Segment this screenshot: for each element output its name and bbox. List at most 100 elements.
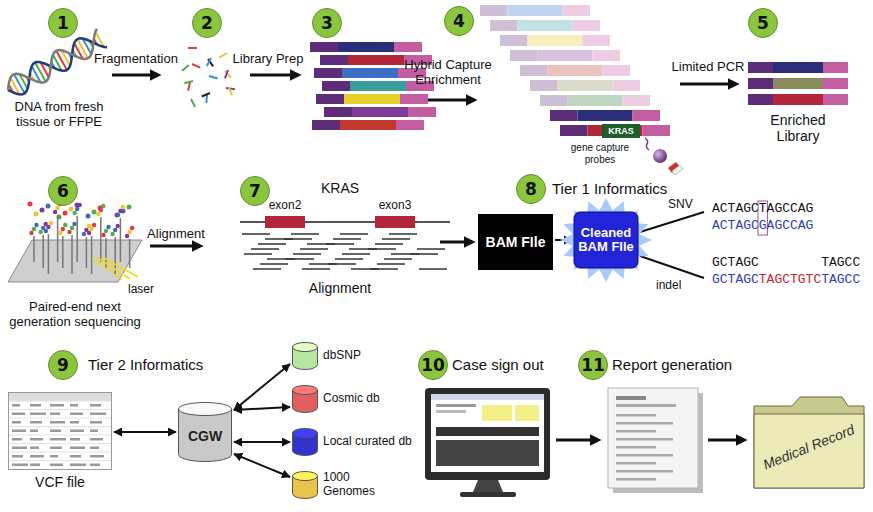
capture-fragments bbox=[480, 5, 508, 16]
kras-gene bbox=[375, 216, 415, 228]
capture-fragments bbox=[550, 110, 578, 121]
enriched-library bbox=[748, 62, 848, 105]
capture-probe bbox=[645, 138, 649, 150]
database-cylinder: Local curated db bbox=[292, 428, 412, 456]
vcf-table bbox=[12, 455, 23, 458]
vcf-table bbox=[90, 413, 106, 416]
report-lines bbox=[616, 422, 673, 425]
aligned-reads bbox=[335, 258, 363, 260]
sequencing-clusters bbox=[49, 221, 53, 225]
library-fragments bbox=[342, 68, 398, 78]
aligned-reads bbox=[389, 233, 417, 235]
dna-helix bbox=[35, 62, 46, 81]
report-paper bbox=[608, 388, 698, 488]
dna-fragments bbox=[219, 53, 227, 58]
report-lines bbox=[616, 414, 673, 481]
sequencing-clusters bbox=[96, 212, 100, 216]
sequencing-clusters bbox=[87, 231, 91, 235]
enriched-library bbox=[748, 94, 848, 105]
callout-number: 3 bbox=[321, 15, 333, 32]
library-fragments bbox=[312, 120, 424, 130]
step-number: 3 bbox=[312, 8, 342, 38]
step-number: 2 bbox=[192, 8, 222, 38]
vcf-table bbox=[50, 455, 58, 458]
step-arrow bbox=[556, 439, 598, 442]
capture-fragments bbox=[602, 124, 640, 138]
aligned-reads bbox=[284, 238, 312, 240]
database-cylinder bbox=[293, 429, 318, 438]
aligned-reads bbox=[253, 268, 281, 270]
callout-number: 9 bbox=[57, 357, 69, 374]
node-label: dbSNP bbox=[323, 349, 361, 363]
vcf-table bbox=[9, 393, 111, 401]
database-cylinder: 1000 Genomes bbox=[292, 471, 383, 499]
connector-arrow bbox=[234, 407, 290, 410]
sequencing-clusters bbox=[86, 214, 91, 219]
aligned-reads bbox=[291, 233, 319, 235]
database-cylinder: Cosmic db bbox=[292, 385, 380, 413]
database-cylinder bbox=[293, 343, 318, 352]
report-paper bbox=[616, 404, 676, 407]
capture-fragments bbox=[510, 50, 620, 61]
vcf-table bbox=[70, 421, 79, 424]
sequencing-clusters bbox=[86, 237, 88, 268]
sequencing-clusters bbox=[121, 205, 125, 209]
aligned-reads bbox=[375, 243, 403, 245]
capture-fragments bbox=[528, 35, 583, 46]
sequence: GCTAGC bbox=[712, 256, 759, 271]
medical-record-folder bbox=[754, 397, 864, 488]
monitor-illustration bbox=[436, 404, 476, 407]
vcf-table bbox=[9, 393, 112, 470]
step-label: Alignment bbox=[140, 227, 212, 242]
vcf-table bbox=[50, 421, 65, 424]
library-fragments bbox=[344, 94, 400, 104]
aligned-reads bbox=[417, 248, 445, 250]
capture-fragments bbox=[583, 35, 611, 46]
connector-arrow bbox=[234, 364, 290, 410]
library-fragments bbox=[400, 94, 428, 104]
sequencing-clusters bbox=[58, 231, 62, 235]
sample-caption: DNA from fresh tissue or FFPE bbox=[0, 100, 118, 130]
step-arrow bbox=[425, 99, 474, 102]
medical-record-folder: Medical Record bbox=[752, 394, 866, 490]
sequencing-clusters bbox=[61, 227, 65, 231]
dna-helix bbox=[77, 39, 88, 58]
library-fragments bbox=[316, 94, 428, 104]
vcf-table bbox=[90, 404, 101, 407]
library-fragments bbox=[322, 81, 350, 91]
aligned-reads bbox=[419, 268, 447, 270]
section-heading: Tier 1 Informatics bbox=[552, 180, 667, 197]
vcf-table: VCF file bbox=[8, 392, 112, 490]
report-lines bbox=[616, 478, 656, 481]
callout-number: 5 bbox=[757, 15, 769, 32]
sequencing-clusters bbox=[113, 228, 117, 232]
vcf-table bbox=[9, 435, 111, 436]
vcf-table bbox=[30, 464, 40, 467]
vcf-table bbox=[12, 447, 27, 450]
vcf-table bbox=[70, 438, 80, 441]
monitor-illustration bbox=[425, 388, 550, 480]
vcf-table bbox=[12, 438, 22, 441]
enriched-library bbox=[773, 78, 823, 89]
vcf-table bbox=[12, 464, 28, 467]
sequencing-clusters bbox=[44, 229, 48, 233]
database-cylinder bbox=[293, 386, 318, 395]
capture-fragments bbox=[490, 20, 600, 31]
sequencing-clusters bbox=[67, 230, 71, 234]
aligned-reads bbox=[244, 253, 272, 255]
enriched-library bbox=[748, 78, 773, 89]
sequencing-clusters bbox=[70, 226, 74, 230]
sequencing-clusters bbox=[57, 215, 59, 262]
vcf-table bbox=[70, 464, 86, 467]
enriched-library bbox=[748, 62, 848, 73]
step-caption: Paired-end next generation sequencing bbox=[0, 300, 150, 330]
sequencing-clusters bbox=[76, 216, 78, 262]
step-number: 11 bbox=[578, 350, 608, 380]
capture-fragments bbox=[530, 80, 640, 91]
aligned-reads bbox=[251, 248, 279, 250]
callout-number: 7 bbox=[249, 183, 261, 200]
library-fragments bbox=[316, 94, 344, 104]
callout-number: 10 bbox=[421, 357, 445, 374]
enriched-library bbox=[823, 94, 848, 105]
